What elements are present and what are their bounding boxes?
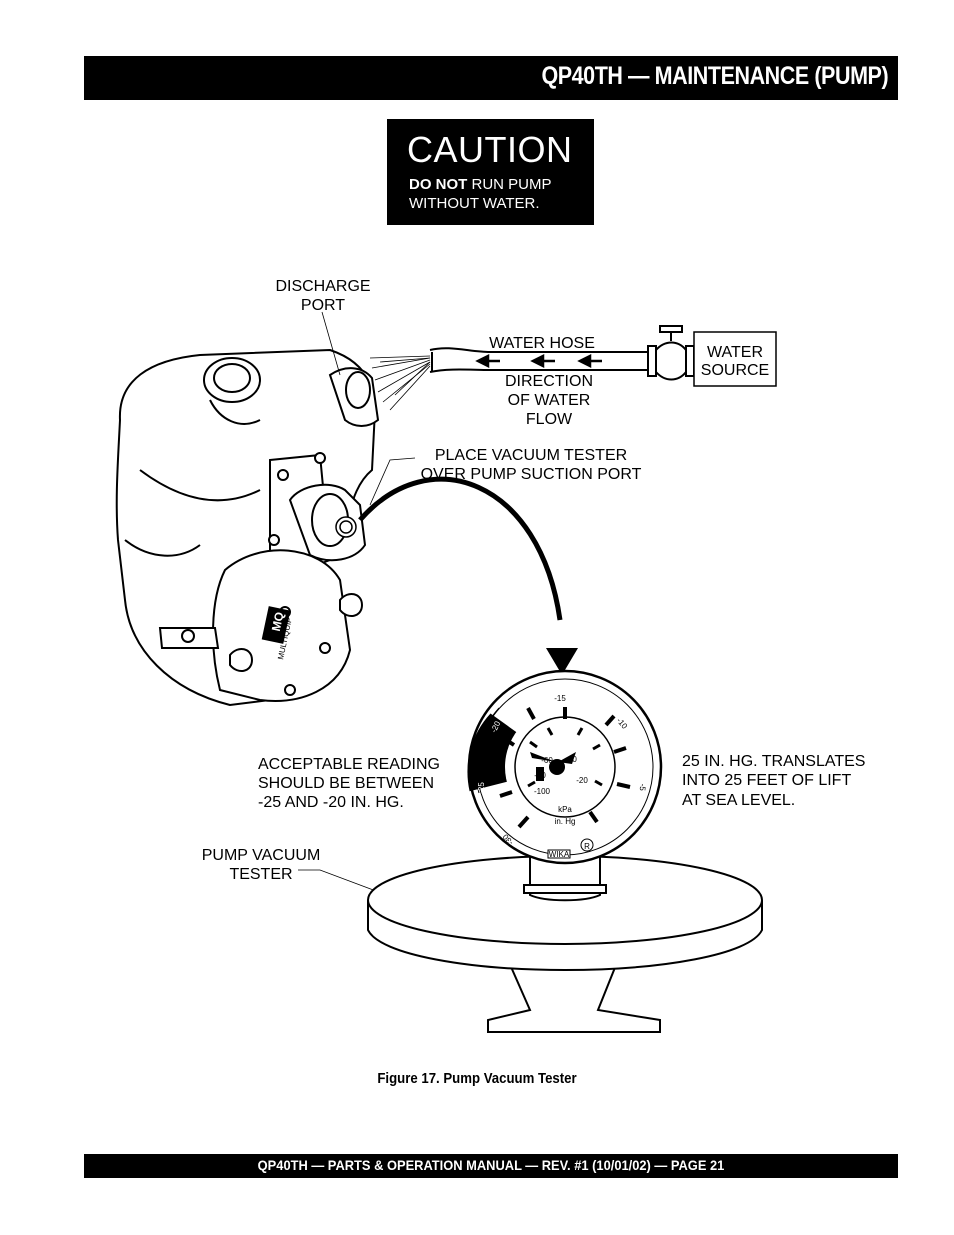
water-hose [429, 347, 650, 373]
tester-hose [358, 476, 563, 621]
gauge-brand: WIKA [549, 850, 570, 859]
footer-text: QP40TH — PARTS & OPERATION MANUAL — REV.… [257, 1157, 725, 1173]
gauge-unit-inhg: in. Hg [555, 817, 576, 826]
svg-text:MQ: MQ [269, 611, 287, 633]
gauge-tick--5: -5 [638, 783, 648, 791]
registered-mark: R [584, 842, 590, 851]
label-tester-1: PUMP VACUUM [202, 847, 321, 864]
gauge-kpa-80: -80 [534, 771, 546, 780]
gauge-tick--25: -25 [477, 782, 486, 794]
page-footer: QP40TH — PARTS & OPERATION MANUAL — REV.… [84, 1154, 898, 1178]
caution-line1-rest: RUN PUMP [467, 176, 552, 193]
gauge-kpa-60: -60 [541, 756, 553, 765]
gauge-kpa-40: -40 [565, 755, 577, 764]
label-acceptable-3: -25 AND -20 IN. HG. [258, 794, 404, 811]
label-translates-2: INTO 25 FEET OF LIFT [682, 772, 851, 789]
label-acceptable-2: SHOULD BE BETWEEN [258, 775, 434, 792]
label-discharge-2: PORT [301, 297, 345, 314]
hose-arrow [546, 648, 578, 675]
page-header: QP40TH — MAINTENANCE (PUMP) [84, 56, 898, 100]
caution-bold: DO NOT [409, 176, 468, 193]
flow-arrows [475, 353, 602, 369]
label-discharge-1: DISCHARGE [275, 278, 370, 295]
caution-line-2: WITHOUT WATER. [409, 195, 540, 212]
page-title: QP40TH — MAINTENANCE (PUMP) [541, 62, 888, 90]
label-place-2: OVER PUMP SUCTION PORT [421, 466, 642, 483]
vacuum-gauge: -15 -10 -5 -20 -25 -30 -100 -80 -60 -40 … [467, 669, 663, 865]
gauge-outer-ticks [499, 707, 631, 829]
caution-box: CAUTION DO NOT RUN PUMP WITHOUT WATER. [387, 119, 594, 225]
gauge-kpa-100: -100 [534, 787, 551, 796]
water-spray [369, 355, 431, 411]
figure-caption: Figure 17. Pump Vacuum Tester [377, 1070, 577, 1087]
label-tester-2: TESTER [229, 866, 292, 883]
gauge-unit-kpa: kPa [558, 805, 572, 814]
label-water-source-2: SOURCE [701, 362, 769, 379]
label-place-1: PLACE VACUUM TESTER [435, 447, 627, 464]
small-tester [335, 516, 357, 538]
label-direction-2: OF WATER [508, 392, 591, 409]
water-valve [647, 325, 695, 381]
gauge-kpa-20: -20 [576, 776, 588, 785]
label-direction-1: DIRECTION [505, 373, 593, 390]
gauge-inner-ticks [527, 727, 603, 788]
gauge-tick--15: -15 [554, 694, 566, 703]
pump-illustration [115, 348, 380, 707]
caution-title: CAUTION [407, 129, 573, 170]
water-source-box [693, 331, 777, 387]
label-acceptable-1: ACCEPTABLE READING [258, 756, 440, 773]
pedestal [367, 855, 763, 1033]
label-direction-3: FLOW [526, 411, 573, 428]
label-water-hose: WATER HOSE [489, 335, 595, 352]
label-translates-1: 25 IN. HG. TRANSLATES [682, 753, 865, 770]
label-translates-3: AT SEA LEVEL. [682, 792, 795, 809]
label-water-source-1: WATER [707, 344, 763, 361]
wika-badge [547, 849, 571, 859]
caution-line-1: DO NOT RUN PUMP [409, 176, 552, 193]
